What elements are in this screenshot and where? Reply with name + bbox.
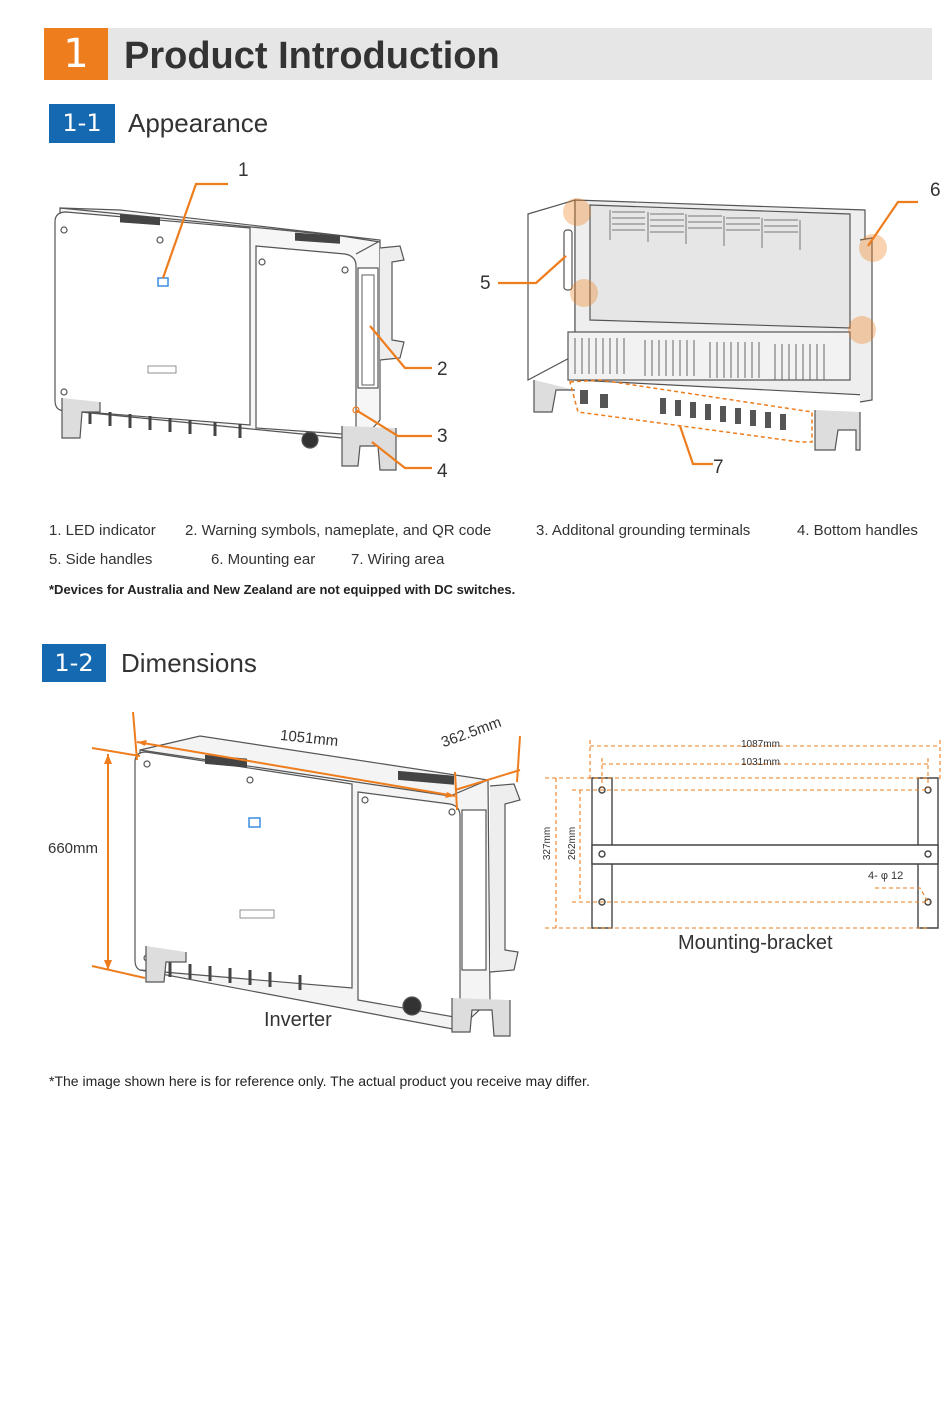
bracket-caption: Mounting-bracket — [678, 932, 833, 954]
legend-item-1: 1. LED indicator — [49, 522, 156, 539]
inverter-front-view — [54, 207, 405, 471]
callout-7: 7 — [713, 457, 724, 478]
legend-item-7: 7. Wiring area — [351, 551, 445, 568]
bracket-outer-height-label: 327mm — [542, 826, 554, 861]
chapter-number: 1 — [44, 28, 108, 80]
legend-item-6: 6. Mounting ear — [211, 551, 316, 568]
inverter-dimension-view — [134, 735, 521, 1037]
chapter-title: Product Introduction — [124, 35, 500, 77]
callout-2: 2 — [437, 359, 448, 380]
legend-item-4: 4. Bottom handles — [797, 522, 918, 539]
appearance-note: *Devices for Australia and New Zealand a… — [49, 582, 516, 597]
chapter-header-bar — [44, 28, 932, 80]
dimensions-note: *The image shown here is for reference o… — [49, 1073, 590, 1089]
bracket-inner-width-label: 1031mm — [741, 757, 780, 768]
section-title-dimensions: Dimensions — [121, 648, 257, 678]
bracket-inner-height-label: 262mm — [567, 826, 579, 861]
appearance-figure — [54, 182, 918, 471]
inverter-rear-view — [527, 198, 887, 451]
callout-6: 6 — [930, 180, 941, 201]
mounting-bracket-view — [591, 777, 939, 929]
inverter-dimension-lines — [91, 711, 521, 979]
callout-3: 3 — [437, 426, 448, 447]
callout-5: 5 — [480, 273, 491, 294]
section-number-appearance: 1-1 — [49, 104, 115, 143]
bracket-holes-label: 4- φ 12 — [868, 870, 904, 882]
bracket-dimension-lines — [545, 740, 941, 929]
inverter-height-label: 660mm — [48, 840, 99, 857]
callout-4: 4 — [437, 461, 448, 482]
callout-1: 1 — [238, 160, 249, 181]
dimensions-figure — [91, 711, 941, 1037]
legend-item-2: 2. Warning symbols, nameplate, and QR co… — [185, 522, 492, 539]
legend-item-5: 5. Side handles — [49, 551, 153, 568]
section-number-dimensions: 1-2 — [42, 644, 106, 682]
section-title-appearance: Appearance — [128, 108, 269, 138]
legend-item-3: 3. Additonal grounding terminals — [536, 522, 751, 539]
callout-lines — [161, 182, 918, 470]
bracket-outer-width-label: 1087mm — [741, 739, 780, 750]
inverter-caption: Inverter — [264, 1009, 332, 1031]
